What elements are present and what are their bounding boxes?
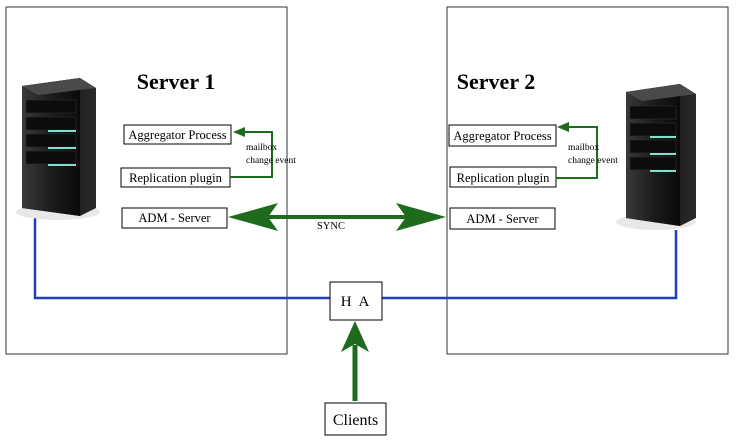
server2-event-label-1: mailbox [568,143,599,153]
server-tower-icon [616,84,696,230]
sync-arrowhead-right [396,203,446,231]
ha-box [329,281,383,321]
server2-event-label-2: change event [568,156,618,166]
server2-title: Server 2 [457,69,535,94]
server-tower-icon [16,78,100,220]
clients-label: Clients [333,412,378,429]
server1-adm-box [121,207,228,229]
server1-aggregator-box [123,124,232,145]
server2-ha-connector [382,230,678,300]
server1-event-arrow [230,131,273,178]
ha-label: H A [341,294,372,310]
clients-box [324,402,387,436]
server2-replication-label: Replication plugin [457,171,550,185]
server2-adm-box [449,207,556,230]
server1-replication-label: Replication plugin [129,171,222,185]
sync-label: SYNC [317,221,345,232]
server1-event-label-1: mailbox [246,143,277,153]
server2-event-arrowhead [557,122,569,132]
server2-aggregator-label: Aggregator Process [453,129,551,143]
server2-aggregator-box [448,124,557,147]
sync-arrowhead-left [228,203,278,231]
server1-event-label-2: change event [246,156,296,166]
server1-event-arrowhead [233,127,245,137]
server1-aggregator-label: Aggregator Process [128,128,226,142]
clients-arrowhead [341,321,369,352]
server1-ha-connector [33,218,330,300]
server1-title: Server 1 [137,69,215,94]
server1-adm-label: ADM - Server [138,211,211,225]
server2-event-arrow [556,126,598,179]
server2-adm-label: ADM - Server [466,212,539,226]
